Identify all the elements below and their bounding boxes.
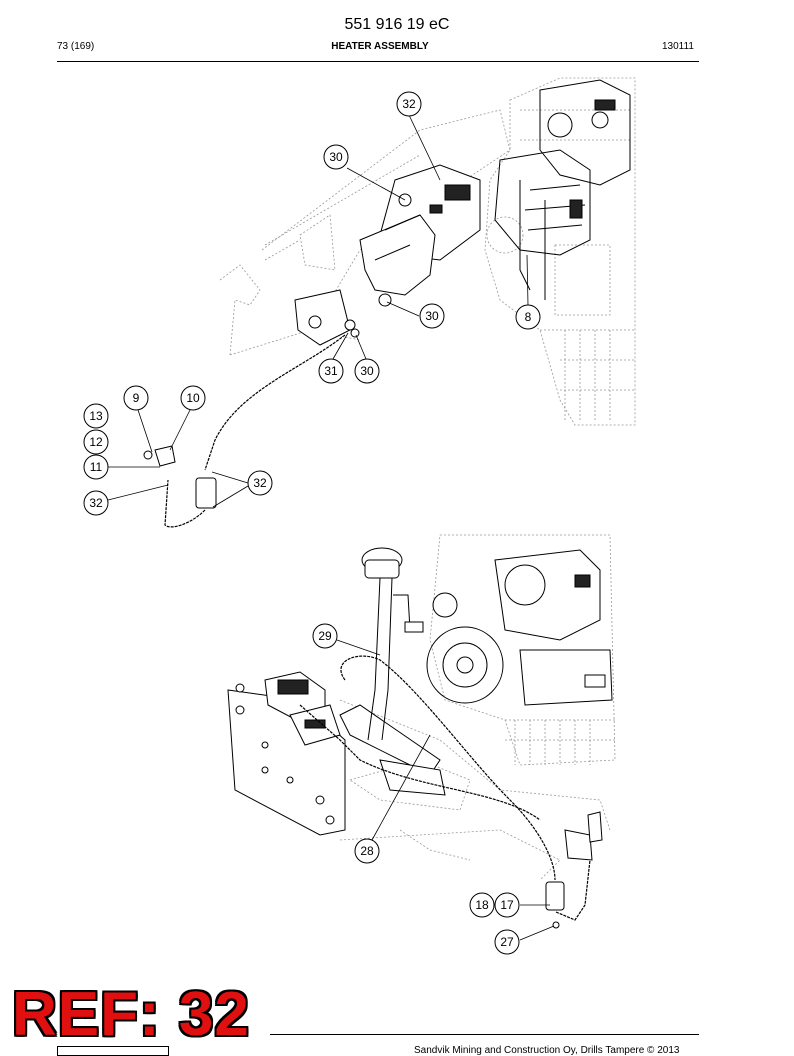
company-logo <box>57 1046 169 1056</box>
footer-rule <box>270 1034 699 1035</box>
callout-32: 32 <box>247 470 273 496</box>
fuel-line-lower <box>299 655 603 929</box>
engine-outline-lower <box>429 534 616 766</box>
callout-30: 30 <box>323 144 349 170</box>
svg-text:30: 30 <box>425 309 439 323</box>
engine-outline-upper <box>484 77 636 426</box>
svg-text:28: 28 <box>360 844 374 858</box>
callout-10: 10 <box>180 385 206 411</box>
callout-8: 8 <box>515 304 541 330</box>
svg-text:32: 32 <box>253 476 267 490</box>
section-title: HEATER ASSEMBLY <box>331 41 429 52</box>
callout-30: 30 <box>419 303 445 329</box>
heater-unit-upper <box>294 164 481 346</box>
svg-text:8: 8 <box>525 310 532 324</box>
copyright-text: Sandvik Mining and Construction Oy, Dril… <box>414 1045 680 1056</box>
callout-9: 9 <box>123 385 149 411</box>
callout-13: 13 <box>83 403 109 429</box>
callout-27: 27 <box>494 929 520 955</box>
header-rule <box>57 61 699 62</box>
reference-stamp: REF: 32 <box>12 980 250 1049</box>
engine-detail-lower <box>426 549 613 706</box>
svg-text:12: 12 <box>89 435 103 449</box>
leader-lines <box>107 114 555 941</box>
document-number: 551 916 19 eC <box>344 16 450 33</box>
svg-text:10: 10 <box>186 391 200 405</box>
svg-text:11: 11 <box>90 460 103 474</box>
callout-18: 18 <box>469 892 495 918</box>
callout-30: 30 <box>354 358 380 384</box>
svg-text:30: 30 <box>360 364 374 378</box>
svg-text:31: 31 <box>324 364 338 378</box>
svg-text:27: 27 <box>500 935 514 949</box>
callout-29: 29 <box>312 623 338 649</box>
svg-text:29: 29 <box>318 629 332 643</box>
callout-31: 31 <box>318 358 344 384</box>
svg-text:32: 32 <box>89 496 103 510</box>
callout-32: 32 <box>396 91 422 117</box>
svg-text:18: 18 <box>475 898 489 912</box>
heater-unit-lower <box>227 671 446 836</box>
engine-detail-upper <box>494 79 631 300</box>
callout-28: 28 <box>354 838 380 864</box>
svg-text:17: 17 <box>500 898 514 912</box>
exhaust-pipe-lower <box>361 547 424 741</box>
svg-text:32: 32 <box>402 97 416 111</box>
callout-17: 17 <box>494 892 520 918</box>
callout-32: 32 <box>83 490 109 516</box>
fuel-line-upper <box>143 334 346 528</box>
svg-text:9: 9 <box>133 391 140 405</box>
revision-date: 130111 <box>662 41 694 52</box>
callout-11: 11 <box>83 454 109 480</box>
svg-text:13: 13 <box>89 409 103 423</box>
svg-text:30: 30 <box>329 150 343 164</box>
page-count: 73 (169) <box>57 41 95 52</box>
callout-12: 12 <box>83 429 109 455</box>
